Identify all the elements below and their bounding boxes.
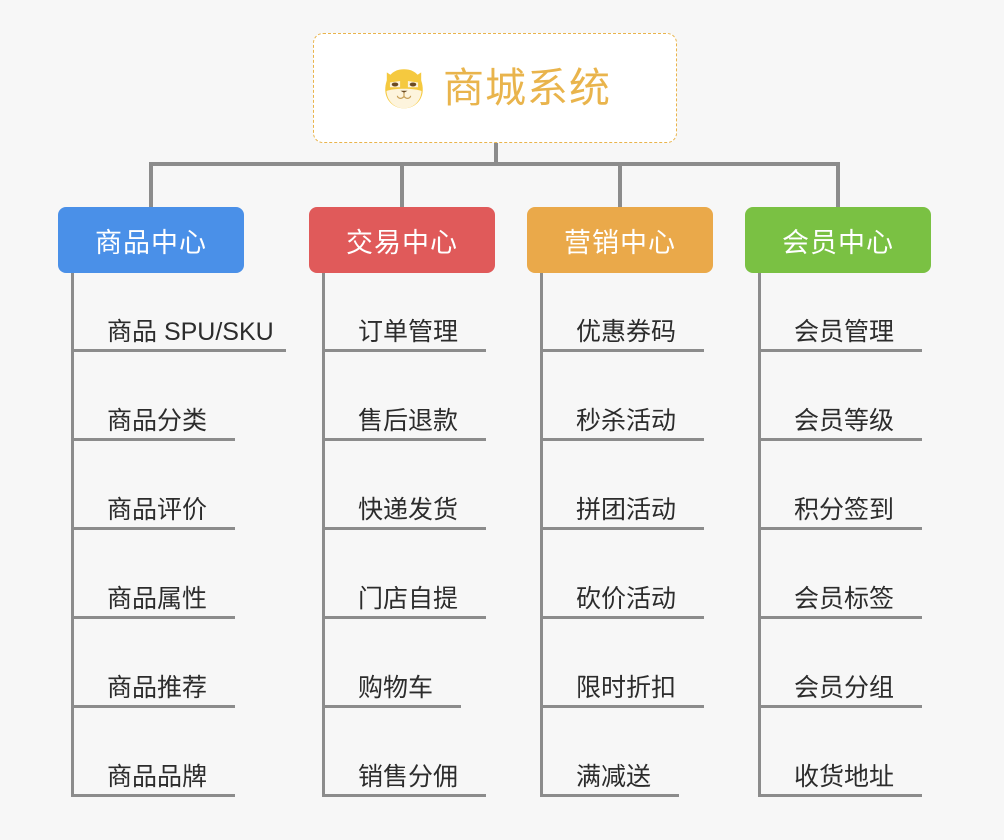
leaf-label: 限时折扣	[576, 674, 677, 702]
branch-drop-connector-2	[400, 162, 404, 207]
branch-drop-connector-1	[149, 162, 153, 207]
leaf-underline	[71, 527, 235, 530]
shiba-dog-face-icon	[385, 69, 423, 109]
leaf-label: 商品推荐	[107, 674, 208, 702]
leaf-underline	[71, 349, 286, 352]
leaf-label: 快递发货	[358, 496, 459, 524]
leaf-label: 会员标签	[794, 585, 895, 613]
leaf-label: 购物车	[358, 674, 434, 702]
leaf-label: 订单管理	[358, 318, 459, 346]
category-label: 营销中心	[564, 227, 676, 258]
category-label: 会员中心	[782, 227, 894, 258]
leaf-label: 销售分佣	[358, 763, 459, 791]
leaf-label: 商品分类	[107, 407, 208, 435]
category-box-3[interactable]: 营销中心	[527, 207, 713, 273]
leaf-label: 拼团活动	[576, 496, 677, 524]
leaf-underline	[540, 616, 704, 619]
horizontal-bus-connector	[149, 162, 840, 166]
leaf-underline	[758, 527, 922, 530]
branch-drop-connector-3	[618, 162, 622, 207]
leaf-underline	[322, 794, 486, 797]
leaf-underline	[758, 438, 922, 441]
branch-drop-connector-4	[836, 162, 840, 207]
leaf-underline	[322, 438, 486, 441]
leaf-underline	[758, 616, 922, 619]
category-box-1[interactable]: 商品中心	[58, 207, 244, 273]
leaf-label: 商品 SPU/SKU	[107, 318, 274, 346]
category-box-4[interactable]: 会员中心	[745, 207, 931, 273]
leaf-label: 会员等级	[794, 407, 895, 435]
column-spine-4	[758, 273, 761, 797]
leaf-underline	[758, 705, 922, 708]
column-spine-1	[71, 273, 74, 797]
root-title: 商城系统	[443, 64, 611, 111]
leaf-label: 优惠券码	[576, 318, 677, 346]
leaf-label: 秒杀活动	[576, 407, 677, 435]
leaf-underline	[758, 794, 922, 797]
leaf-underline	[322, 616, 486, 619]
leaf-underline	[322, 349, 486, 352]
leaf-underline	[71, 794, 235, 797]
column-spine-3	[540, 273, 543, 797]
leaf-label: 会员管理	[794, 318, 895, 346]
leaf-underline	[540, 527, 704, 530]
leaf-label: 商品品牌	[107, 763, 208, 791]
leaf-underline	[540, 794, 679, 797]
leaf-label: 商品评价	[107, 496, 208, 524]
category-box-2[interactable]: 交易中心	[309, 207, 495, 273]
leaf-underline	[540, 349, 704, 352]
leaf-underline	[71, 705, 235, 708]
leaf-label: 满减送	[576, 763, 652, 791]
column-spine-2	[322, 273, 325, 797]
leaf-label: 积分签到	[794, 496, 895, 524]
leaf-label: 会员分组	[794, 674, 895, 702]
leaf-label: 收货地址	[794, 763, 895, 791]
root-stem-connector	[494, 143, 498, 166]
root-node[interactable]: 商城系统	[313, 33, 677, 143]
leaf-underline	[758, 349, 922, 352]
leaf-label: 商品属性	[107, 585, 208, 613]
category-label: 商品中心	[95, 227, 207, 258]
leaf-underline	[540, 438, 704, 441]
leaf-underline	[322, 527, 486, 530]
leaf-underline	[540, 705, 704, 708]
leaf-underline	[322, 705, 461, 708]
leaf-label: 砍价活动	[576, 585, 677, 613]
leaf-label: 售后退款	[358, 407, 459, 435]
category-label: 交易中心	[346, 227, 458, 258]
leaf-underline	[71, 438, 235, 441]
leaf-label: 门店自提	[358, 585, 459, 613]
leaf-underline	[71, 616, 235, 619]
